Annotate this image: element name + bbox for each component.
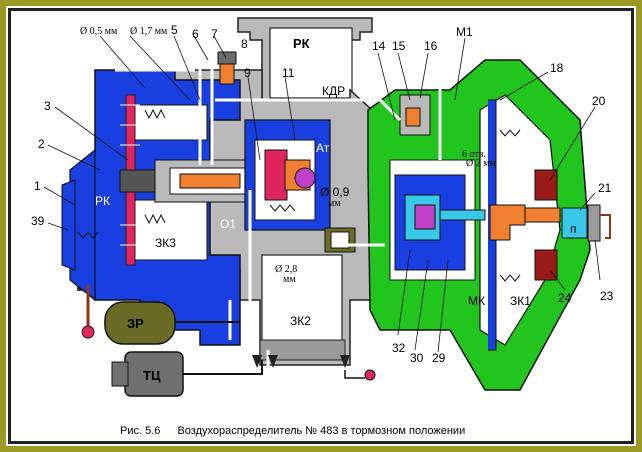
label-39: 39: [31, 214, 45, 228]
label-9: 9: [244, 66, 251, 80]
label-3: 3: [44, 99, 51, 113]
label-tc: ТЦ: [143, 368, 161, 383]
label-d17: Ø 1,7 мм: [130, 26, 168, 37]
label-m1: М1: [456, 25, 473, 39]
magenta-valve: [414, 204, 436, 230]
at-chamber: [294, 167, 316, 189]
label-1: 1: [34, 179, 41, 193]
label-d2: Ø 2 мм: [466, 158, 497, 169]
handle-39: [77, 231, 99, 339]
label-otv: 6 отв.: [462, 149, 486, 160]
label-zk3: ЗК3: [155, 236, 176, 250]
label-mk: МК: [468, 294, 485, 308]
orange-valve: [489, 204, 526, 241]
figure-caption: Рис. 5.6 Воздухораспределитель № 483 в т…: [120, 425, 479, 437]
label-18: 18: [550, 61, 564, 75]
label-16: 16: [424, 39, 438, 53]
figure-title: Воздухораспределитель № 483 в тормозном …: [177, 425, 466, 437]
label-rk-left: РК: [95, 194, 110, 208]
label-o1: О1: [220, 217, 236, 231]
label-5: 5: [171, 23, 178, 37]
label-rk-top: РК: [293, 36, 310, 51]
label-11: 11: [282, 66, 295, 80]
label-p: п: [570, 222, 577, 236]
label-zk1: ЗК1: [510, 294, 531, 308]
label-d09: Ø 0,9: [320, 185, 350, 199]
label-kdr: КДР: [322, 84, 345, 98]
piston-rod: [119, 169, 161, 193]
tc-cylinder: [111, 351, 263, 397]
label-23: 23: [600, 289, 614, 303]
chamber-p: [561, 207, 588, 239]
figure-number: Рис. 5.6: [120, 425, 161, 437]
bottom-fittings: [252, 355, 350, 368]
label-6: 6: [192, 27, 199, 41]
label-zr: ЗР: [127, 316, 144, 331]
stem: [439, 209, 486, 221]
handle-right: [600, 214, 611, 239]
label-d09-unit: мм: [328, 198, 341, 209]
drain-valve: [344, 369, 376, 381]
kdr-piston: [264, 149, 288, 201]
label-29: 29: [432, 351, 446, 365]
valve-7: [219, 61, 235, 85]
valve-spool: [179, 173, 241, 189]
springs-right: [499, 129, 521, 282]
label-7: 7: [211, 27, 218, 41]
label-2: 2: [38, 137, 45, 151]
label-d28-unit: мм: [283, 274, 296, 285]
label-20: 20: [592, 94, 606, 108]
label-24: 24: [558, 291, 572, 305]
springs-left: [144, 108, 166, 225]
label-30: 30: [410, 351, 424, 365]
label-d28: Ø 2,8: [275, 264, 297, 275]
label-32: 32: [392, 341, 406, 355]
kdr-spring: [269, 204, 296, 212]
label-15: 15: [392, 39, 406, 53]
leader-lines: [43, 35, 601, 353]
label-21: 21: [598, 181, 612, 195]
diaphragm-bolts: [120, 104, 140, 246]
labels: 1 2 3 39 Ø 0,5 мм Ø 1,7 мм 5 6 7 8 РК 9 …: [31, 23, 614, 383]
zr-reservoir: [104, 301, 240, 345]
label-d05: Ø 0,5 мм: [80, 26, 118, 37]
right-plug: [587, 204, 601, 242]
label-8: 8: [241, 37, 248, 51]
label-14: 14: [372, 39, 386, 53]
label-zk2: ЗК2: [290, 314, 311, 328]
label-at: Ат: [316, 141, 330, 155]
